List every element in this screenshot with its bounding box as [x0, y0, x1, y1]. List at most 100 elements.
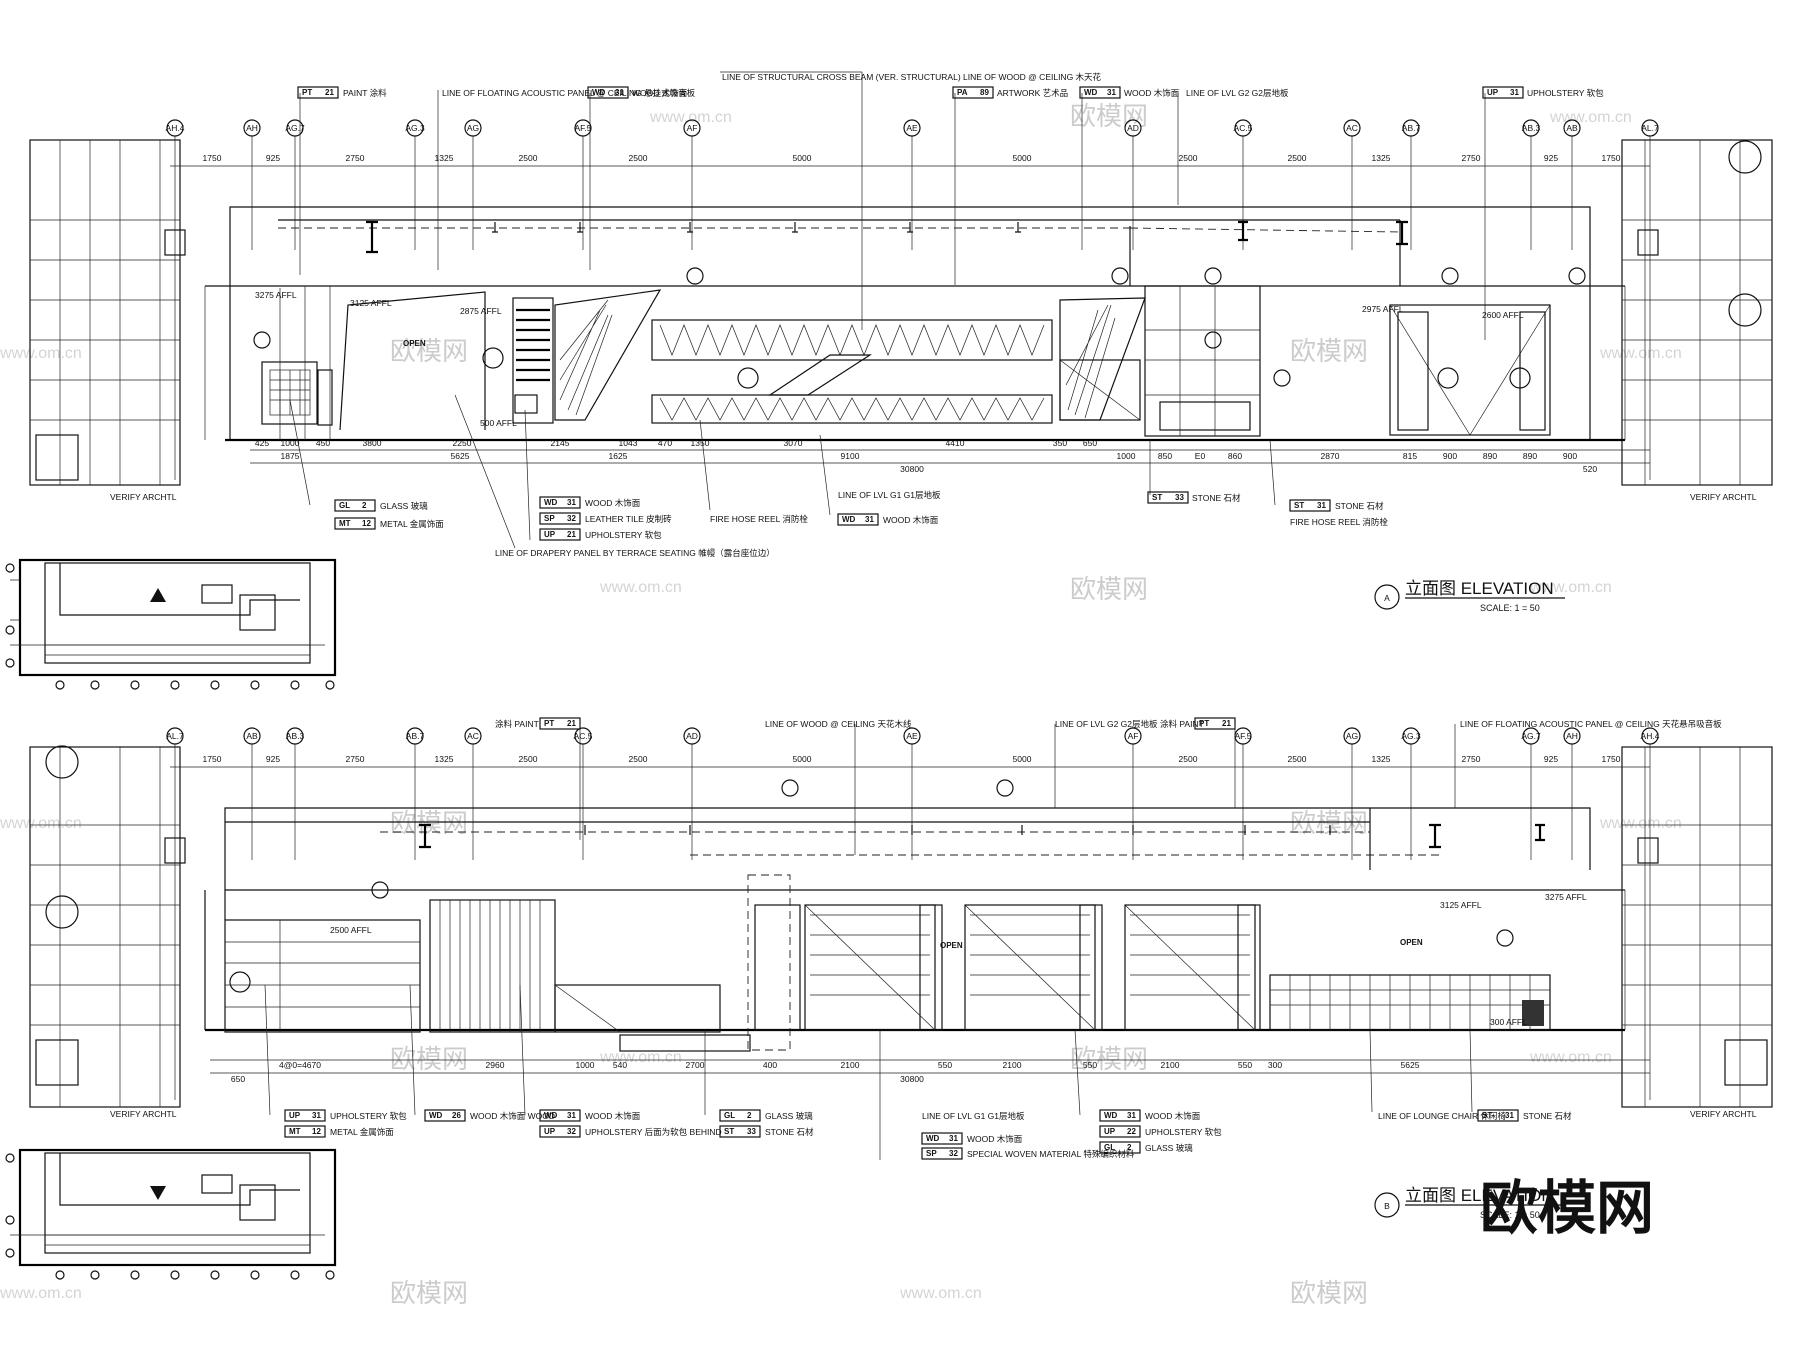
dim: 5000 [793, 153, 812, 163]
dim: 815 [1403, 451, 1417, 461]
dim: 925 [266, 153, 280, 163]
dim: 540 [613, 1060, 627, 1070]
grid-label: AG.3 [405, 123, 425, 133]
grid-label: AC [1346, 123, 1358, 133]
callout-text: LINE OF FLOATING ACOUSTIC PANEL @ CEILIN… [1460, 719, 1722, 729]
grid-label: AG [1346, 731, 1358, 741]
callout-code: ST [1294, 501, 1304, 510]
dim: 1043 [619, 438, 638, 448]
dim: 925 [1544, 754, 1558, 764]
callout-text: LINE OF LVL G2 G2层地板 [1055, 719, 1158, 729]
dim: 400 [763, 1060, 777, 1070]
callout-text: UPHOLSTERY 软包 [1527, 88, 1604, 98]
callout-code: WD [429, 1111, 443, 1120]
dim: 2750 [346, 754, 365, 764]
watermark-url-faint: www.om.cn [599, 579, 682, 596]
callout-num: 31 [949, 1134, 958, 1143]
grid-lines-b [174, 744, 1651, 1100]
grid-label: AL.7 [1641, 123, 1659, 133]
note: 2500 AFFL [330, 925, 372, 935]
note-open: OPEN [1400, 938, 1423, 947]
height-notes-b: 3125 AFFL 3275 AFFL 300 AFFL VERIFY ARCH… [110, 892, 1757, 1119]
lounge-bench-b: OPEN [1269, 938, 1551, 1031]
note-open: OPEN [403, 339, 426, 348]
callout-code: UP [1104, 1127, 1116, 1136]
watermark-brand-faint: 欧模网 [390, 337, 468, 367]
callout-num: 21 [325, 88, 334, 97]
note-verify: VERIFY ARCHTL [1690, 492, 1757, 502]
callout-num: 21 [567, 719, 576, 728]
dim: 1000 [1117, 451, 1136, 461]
dim: 850 [1158, 451, 1172, 461]
callout-code: WD [1104, 1111, 1118, 1120]
callout-text: WOOD 木饰面 WOOD [470, 1111, 555, 1121]
callout-text: WOOD 木饰面 [883, 515, 939, 525]
note-verify: VERIFY ARCHTL [110, 492, 177, 502]
watermark-url-faint: www.om.cn [1599, 815, 1682, 832]
bottom-dimensions-b: 650 4@0=4670 2960 1000 540 2700 400 2100… [210, 1059, 1650, 1084]
grid-lines-a [174, 136, 1651, 480]
dim: 5000 [793, 754, 812, 764]
dim: 2700 [686, 1060, 705, 1070]
callout-num: 89 [980, 88, 989, 97]
callout-code: SP [926, 1149, 937, 1158]
callout-text: LEATHER TILE 皮制砖 [585, 514, 672, 524]
callout-code: UP [289, 1111, 301, 1120]
column-left-b [29, 745, 186, 1108]
note-open: OPEN [940, 941, 963, 950]
dim: 2870 [1321, 451, 1340, 461]
grid-label: AC.5 [1234, 123, 1253, 133]
grid-label: AF.5 [1234, 731, 1251, 741]
callout-code: PT [302, 88, 312, 97]
callout-code: GL [1104, 1143, 1115, 1152]
grid-label: AG.7 [285, 123, 305, 133]
grid-line-markers-a: AH.4 AH AG.7 AG.3 AG AF.5 AF AE AD AC.5 … [166, 119, 1659, 137]
callout-code: MT [289, 1127, 301, 1136]
faint-watermarks: 欧模网 www.om.cn www.om.cn 欧模网 欧模网 www.om.c… [0, 102, 1682, 1309]
drapery-panel-a [512, 297, 554, 424]
callout-text: GLASS 玻璃 [765, 1111, 813, 1121]
callout-text: ARTWORK 艺术品 [997, 88, 1068, 98]
grid-label: AH.4 [166, 123, 185, 133]
callout-text: LINE OF LVL G1 G1层地板 [922, 1111, 1025, 1121]
callout-code: UP [544, 530, 556, 539]
note: 2875 AFFL [460, 306, 502, 316]
callout-code: WD [926, 1134, 940, 1143]
dim: 300 [1268, 1060, 1282, 1070]
callout-num: 2 [362, 501, 367, 510]
dim: 2100 [841, 1060, 860, 1070]
grid-label: AE [906, 731, 918, 741]
dim: 1750 [203, 754, 222, 764]
dim: 2500 [1288, 754, 1307, 764]
callout-text: STONE 石材 [1523, 1111, 1572, 1121]
elevation-b-title: B 立面图 ELEVATION SCALE: 1 = 50 [1374, 1186, 1565, 1220]
dim: 2500 [519, 754, 538, 764]
grid-label: AF.5 [574, 123, 591, 133]
callout-text: SPECIAL WOVEN MATERIAL 特殊编织材料 [967, 1149, 1135, 1159]
view-direction-icon [150, 588, 166, 602]
dim: 520 [1583, 464, 1597, 474]
callout-text: METAL 金属饰面 [330, 1127, 394, 1137]
callout-num: 12 [312, 1127, 321, 1136]
watermark-brand: 欧模网 [1480, 1174, 1654, 1242]
callout-num: 31 [1107, 88, 1116, 97]
column-left [29, 139, 186, 486]
dim-total: 30800 [900, 464, 924, 474]
callout-text: 涂料 PAINT [1160, 719, 1204, 729]
grid-label: AC [467, 731, 479, 741]
callout-text: UPHOLSTERY 软包 [585, 530, 662, 540]
watermark-url-faint: www.om.cn [1599, 345, 1682, 362]
dim: 1000 [576, 1060, 595, 1070]
callout-text: UPHOLSTERY 软包 [330, 1111, 407, 1121]
dim: 1875 [281, 451, 300, 461]
elevation-id: A [1384, 593, 1390, 603]
callout-num: 31 [1510, 88, 1519, 97]
glazing-bays-b: OPEN [747, 874, 1261, 1051]
dim: 2500 [1179, 754, 1198, 764]
left-shelves-b: 2500 AFFL [224, 899, 751, 1052]
watermark-brand-faint: 欧模网 [1070, 575, 1148, 605]
